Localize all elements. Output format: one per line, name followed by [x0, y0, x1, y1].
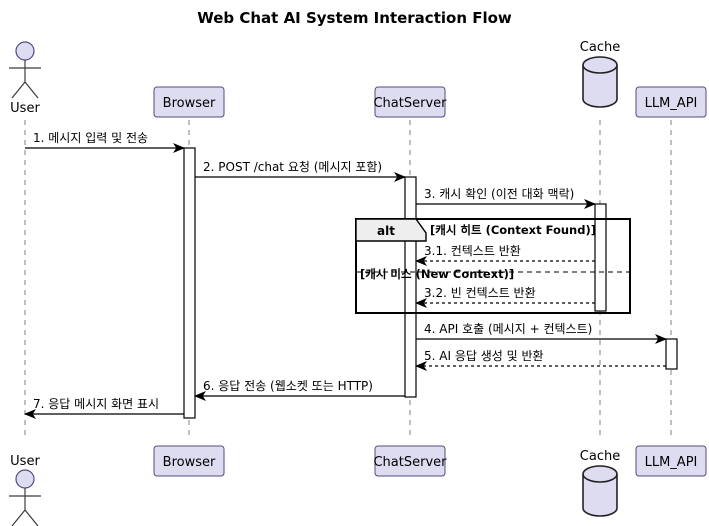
alt-guard-1: [캐시 미스 (New Context)]: [360, 267, 514, 281]
activation-bar-browser: [183, 147, 196, 419]
participant-heads-layer: UserUserBrowserBrowserChatServerChatServ…: [9, 40, 707, 526]
activation-bar-cache: [594, 203, 607, 312]
actor-leg-right-top: [24, 81, 39, 99]
message-label-1: 1. 메시지 입력 및 전송: [33, 131, 148, 145]
participant-label-cache-bottom: Cache: [580, 449, 620, 464]
participant-box-browser-bottom[interactable]: [153, 445, 225, 477]
message-label-3.1: 3.1. 컨텍스트 반환: [424, 244, 521, 258]
message-label-7: 7. 응답 메시지 화면 표시: [33, 397, 159, 411]
participant-box-chatserver-bottom[interactable]: [374, 445, 446, 477]
participant-box-chatserver-top[interactable]: [374, 86, 446, 118]
database-body-top: [582, 65, 618, 108]
activations-layer: [183, 147, 678, 419]
participant-label-llm_api-bottom: LLM_API: [645, 455, 698, 470]
actor-head-top: [15, 41, 35, 61]
alt-guard-0: [캐시 히트 (Context Found)]: [430, 223, 596, 237]
participant-label-browser-bottom: Browser: [163, 455, 216, 470]
message-label-2: 2. POST /chat 요청 (메시지 포함): [203, 160, 382, 174]
participant-label-chatserver-top: ChatServer: [373, 96, 447, 111]
participant-label-user-top: User: [10, 101, 40, 116]
message-label-4: 4. API 호출 (메시지 + 컨텍스트): [424, 322, 592, 336]
participant-label-browser-top: Browser: [163, 96, 216, 111]
participant-label-user-bottom: User: [10, 454, 40, 469]
alt-fragment-frame: [355, 218, 631, 314]
message-label-3: 3. 캐시 확인 (이전 대화 맥락): [424, 187, 574, 201]
actor-leg-left-bottom: [11, 509, 26, 526]
activation-bar-llm_api: [665, 338, 678, 370]
actor-head-bottom: [15, 469, 35, 489]
database-top-top: [582, 56, 618, 74]
actor-leg-left-top: [11, 81, 26, 99]
messages-layer: 1. 메시지 입력 및 전송 2. POST /chat 요청 (메시지 포함) 3…: [24, 131, 667, 419]
participant-box-browser-top[interactable]: [153, 86, 225, 118]
message-label-5: 5. AI 응답 생성 및 반환: [424, 349, 544, 363]
activation-bar-chatserver: [404, 176, 417, 398]
database-body-bottom: [582, 474, 618, 517]
participant-box-llm_api-bottom[interactable]: [635, 445, 707, 477]
alt-fragment-layer: alt [캐시 히트 (Context Found)] [캐시 미스 (New Co…: [355, 218, 631, 314]
participant-label-chatserver-bottom: ChatServer: [373, 455, 447, 470]
participant-label-llm_api-top: LLM_API: [645, 96, 698, 111]
diagram-title: Web Chat AI System Interaction Flow: [197, 9, 512, 27]
message-label-6: 6. 응답 전송 (웹소켓 또는 HTTP): [203, 379, 373, 393]
alt-operator-tab: [355, 218, 427, 242]
participant-label-cache-top: Cache: [580, 40, 620, 55]
actor-leg-right-bottom: [24, 509, 39, 526]
database-top-bottom: [582, 465, 618, 483]
participant-box-llm_api-top[interactable]: [635, 86, 707, 118]
alt-operator-label: alt: [377, 224, 395, 238]
message-label-3.2: 3.2. 빈 컨텍스트 반환: [424, 286, 536, 300]
